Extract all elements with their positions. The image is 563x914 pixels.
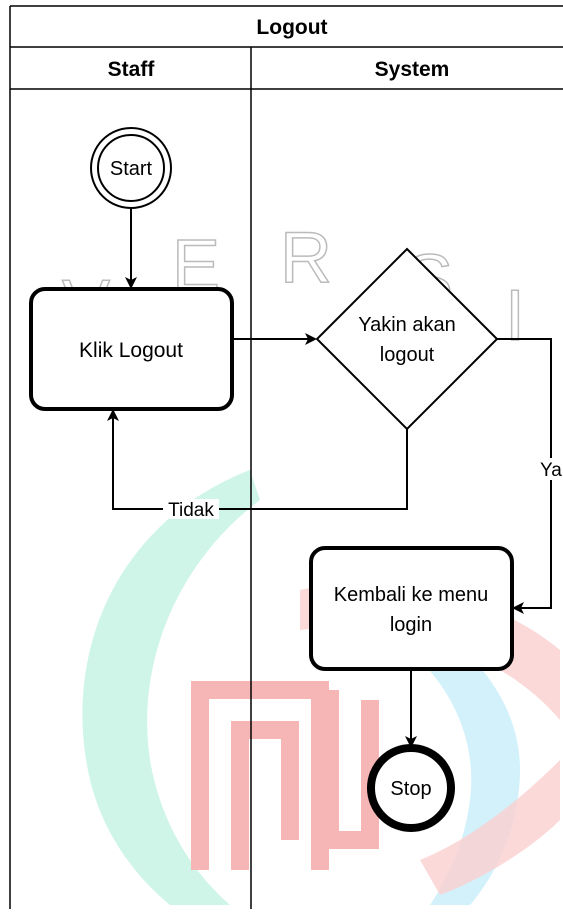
edge-decision-tidak <box>107 409 408 510</box>
kembali-label-line2: login <box>390 614 432 636</box>
lane-header-staff: Staff <box>108 58 156 81</box>
kembali-label-line1: Kembali ke menu <box>334 584 489 606</box>
lane-header-system: System <box>375 58 450 81</box>
stop-node: Stop <box>367 744 455 832</box>
swimlane-frame <box>9 5 563 909</box>
edge-label-tidak: Tidak <box>163 499 219 521</box>
kembali-login-action: Kembali ke menu login <box>309 546 514 671</box>
watermark-logo: V E R S I <box>61 217 560 905</box>
svg-text:I: I <box>505 276 525 356</box>
klik-logout-label: Klik Logout <box>79 339 183 362</box>
decision-yakin-logout: Yakin akan logout <box>315 247 499 431</box>
start-node: Start <box>90 127 172 209</box>
diagram-title: Logout <box>256 16 327 39</box>
tidak-label: Tidak <box>168 500 214 521</box>
edge-label-ya: Ya <box>540 458 563 481</box>
start-label: Start <box>110 158 153 180</box>
ya-label: Ya <box>540 460 562 481</box>
stop-label: Stop <box>390 778 431 800</box>
decision-label-line2: logout <box>380 344 435 366</box>
klik-logout-action: Klik Logout <box>29 287 234 411</box>
svg-text:R: R <box>280 218 332 298</box>
decision-label-line1: Yakin akan <box>358 314 455 336</box>
